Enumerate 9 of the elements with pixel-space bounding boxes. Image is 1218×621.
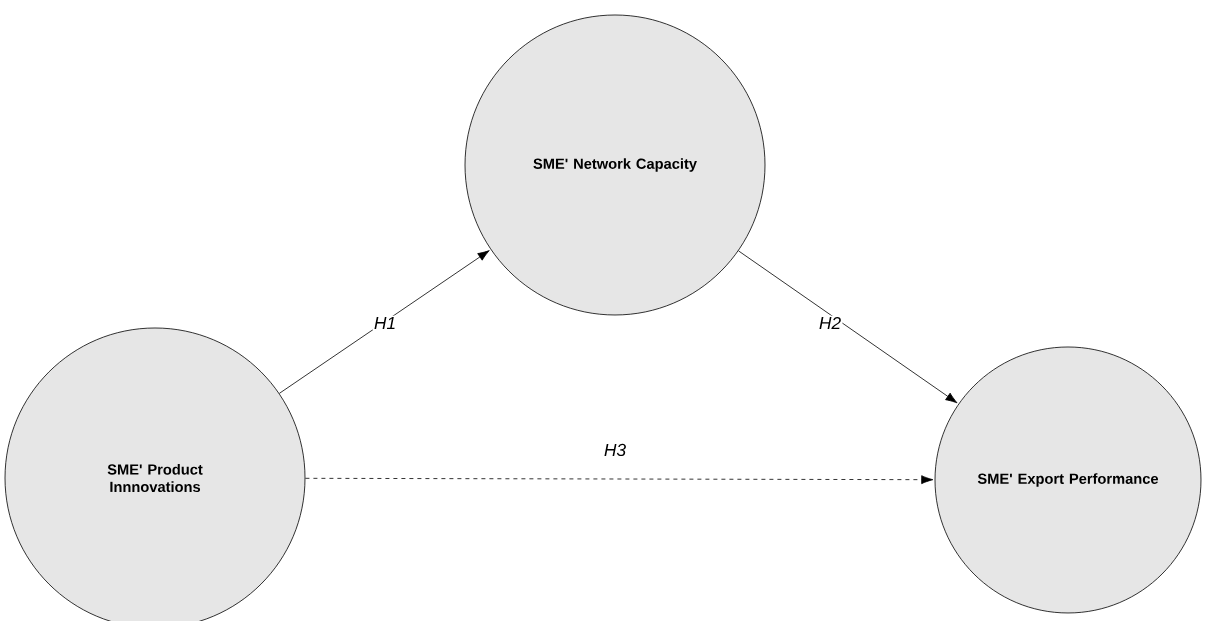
edge-label: H2 [819, 316, 841, 330]
circle-node: SME' Network Capacity [464, 14, 766, 316]
circle-node: SME' Export Performance [934, 346, 1202, 614]
arrow [278, 250, 490, 394]
arrow [738, 250, 958, 404]
arrow [305, 475, 934, 485]
edge-label: H1 [374, 317, 395, 329]
circle-node: SME' Product Innnovations [4, 327, 306, 621]
edge-label: H3 [604, 443, 626, 457]
